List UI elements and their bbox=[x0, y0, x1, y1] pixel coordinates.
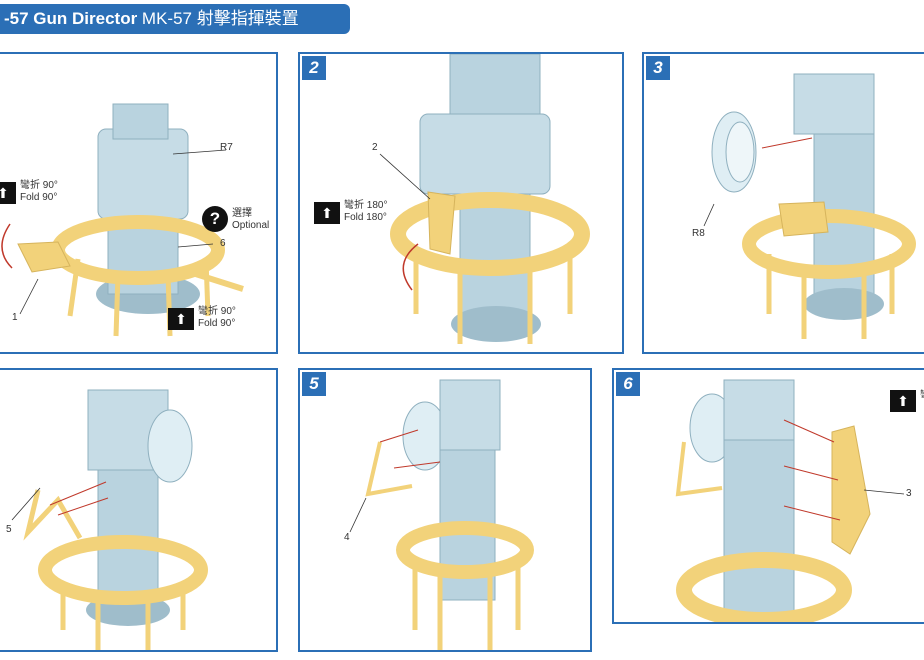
fold-180-cn: 彎折 180° bbox=[344, 200, 388, 211]
callout-4: 4 bbox=[344, 532, 350, 543]
step-3-illustration bbox=[703, 73, 916, 339]
step-2-illustration bbox=[379, 54, 590, 344]
fold-up-icon-3: ⬆ bbox=[314, 202, 340, 224]
step-1-illustration bbox=[1, 103, 244, 337]
step-number-3: 3 bbox=[646, 56, 670, 80]
callout-5: 5 bbox=[6, 524, 12, 535]
title-bold: -57 Gun Director bbox=[4, 9, 138, 28]
fold-90-bottom-en: Fold 90° bbox=[198, 318, 236, 329]
step-number-5: 5 bbox=[302, 372, 326, 396]
step-number-6: 6 bbox=[616, 372, 640, 396]
step-5-illustration bbox=[349, 379, 534, 650]
step-panel-3: 3 R8 bbox=[642, 52, 924, 354]
step-number-2: 2 bbox=[302, 56, 326, 80]
step-6-illustration bbox=[675, 379, 905, 622]
fold-up-icon-2: ⬆ bbox=[168, 308, 194, 330]
callout-r8: R8 bbox=[692, 228, 705, 239]
step-panel-4: 5 bbox=[0, 368, 278, 652]
optional-en: Optional bbox=[232, 220, 270, 231]
step-panel-6: 6 3 ⬆ 彎 bbox=[612, 368, 924, 624]
callout-1: 1 bbox=[12, 312, 18, 323]
step-4-illustration bbox=[11, 389, 208, 650]
fold-90-bottom-cn: 彎折 90° bbox=[198, 306, 236, 317]
callout-r7: R7 bbox=[220, 142, 233, 153]
step-panel-5: 5 4 bbox=[298, 368, 592, 652]
callout-2: 2 bbox=[372, 142, 378, 153]
callout-3: 3 bbox=[906, 488, 912, 499]
fold-90-top: 彎折 90°Fold 90° bbox=[20, 180, 58, 204]
fold-up-icon: ⬆ bbox=[0, 182, 16, 204]
optional-cn: 選擇 bbox=[232, 208, 252, 219]
fold-cut-text: 彎 bbox=[920, 390, 924, 402]
fold-90-top-en: Fold 90° bbox=[20, 192, 58, 203]
instruction-title: -57 Gun Director MK-57 射擊指揮裝置 bbox=[0, 4, 350, 34]
fold-180-en: Fold 180° bbox=[344, 212, 387, 223]
optional-icon: ? bbox=[202, 206, 228, 232]
fold-up-icon-4: ⬆ bbox=[890, 390, 916, 412]
callout-6: 6 bbox=[220, 238, 226, 249]
step-panel-2: 2 2 ⬆ 彎折 180°Fold 180° bbox=[298, 52, 624, 354]
fold-90-top-cn: 彎折 90° bbox=[20, 180, 58, 191]
title-rest: MK-57 射擊指揮裝置 bbox=[137, 9, 299, 28]
fold-180: 彎折 180°Fold 180° bbox=[344, 200, 387, 224]
fold-90-bottom: 彎折 90°Fold 90° bbox=[198, 306, 236, 330]
